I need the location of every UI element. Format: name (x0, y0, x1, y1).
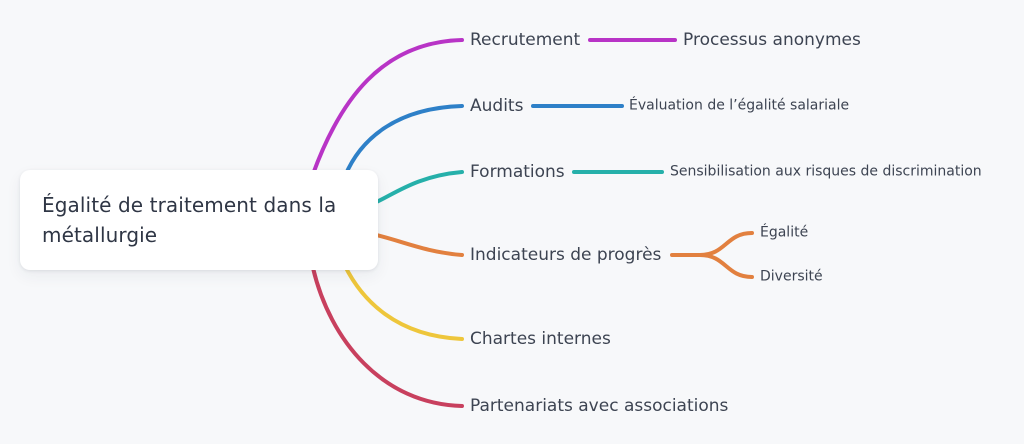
connector-audits (343, 104, 464, 178)
connector-chartes (343, 264, 464, 341)
root-node-label: Égalité de traitement dans la métallurgi… (42, 193, 337, 247)
branch-label-formations[interactable]: Formations (470, 162, 565, 182)
connector-recrutement (311, 38, 464, 176)
branch-label-chartes-internes[interactable]: Chartes internes (470, 329, 611, 349)
leaf-label-sensibilisation-risques-discrimination[interactable]: Sensibilisation aux risques de discrimin… (670, 163, 982, 180)
connector-indicateurs (370, 232, 464, 257)
leaf-label-processus-anonymes[interactable]: Processus anonymes (683, 30, 861, 50)
leaf-label-egalite[interactable]: Égalité (760, 224, 809, 241)
branch-label-partenariats-avec-associations[interactable]: Partenariats avec associations (470, 396, 729, 416)
leaf-label-evaluation-egalite-salariale[interactable]: Évaluation de l’égalité salariale (629, 97, 850, 114)
connector-partenariats (311, 266, 464, 408)
branch-label-indicateurs-de-progres[interactable]: Indicateurs de progrès (470, 245, 662, 265)
branch-label-audits[interactable]: Audits (470, 96, 524, 116)
leaf-label-diversite[interactable]: Diversité (760, 268, 823, 285)
branch-label-recrutement[interactable]: Recrutement (470, 30, 581, 50)
connector-indicateurs-split-egalite (670, 231, 754, 257)
connector-formations (370, 170, 464, 206)
root-node[interactable]: Égalité de traitement dans la métallurgi… (20, 170, 378, 270)
connector-indicateurs-split-diversite (698, 253, 754, 279)
